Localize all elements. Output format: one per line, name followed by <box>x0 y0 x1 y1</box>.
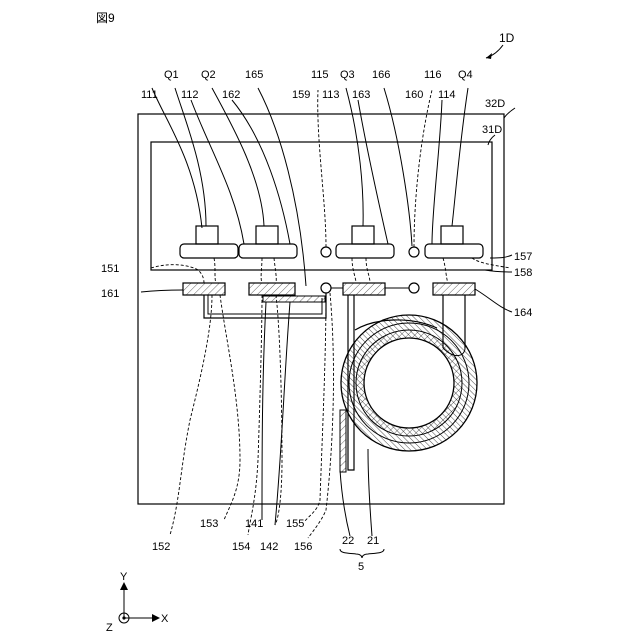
label-114: 114 <box>438 89 456 101</box>
label-160: 160 <box>405 89 423 101</box>
label-111: 111 <box>141 89 158 101</box>
label-q2: Q2 <box>201 69 216 81</box>
label-141: 141 <box>245 518 263 530</box>
device-label: 1D <box>499 31 515 45</box>
axis-y-label: Y <box>120 571 128 583</box>
axis-indicator: Y X Z <box>106 571 169 634</box>
lead-22 <box>340 410 346 472</box>
label-159: 159 <box>292 89 310 101</box>
axis-z-label: Z <box>106 622 113 634</box>
label-154: 154 <box>232 541 250 553</box>
label-162: 162 <box>222 89 240 101</box>
pad-163 <box>343 283 385 295</box>
brace-5 <box>340 549 384 558</box>
label-115: 115 <box>311 69 329 81</box>
internal-wiring <box>151 90 510 538</box>
axis-x-label: X <box>161 613 169 625</box>
label-q4: Q4 <box>458 69 473 81</box>
label-165: 165 <box>245 69 263 81</box>
element-115-circle <box>321 247 331 257</box>
label-164: 164 <box>514 307 532 319</box>
label-151: 151 <box>101 263 119 275</box>
element-116-circle <box>409 247 419 257</box>
board-32d <box>138 114 504 504</box>
element-155-circle <box>321 283 331 293</box>
label-157: 157 <box>514 251 532 263</box>
label-158: 158 <box>514 267 532 279</box>
chip-q2 <box>239 226 297 258</box>
label-166: 166 <box>372 69 390 81</box>
coil-5 <box>341 315 477 451</box>
label-142: 142 <box>260 541 278 553</box>
leader-lines <box>141 88 515 536</box>
label-21: 21 <box>367 535 379 547</box>
pad-164 <box>433 283 475 295</box>
label-5: 5 <box>358 561 364 573</box>
label-q3: Q3 <box>340 69 355 81</box>
figure-title: 図9 <box>96 11 115 25</box>
label-161: 161 <box>101 288 119 300</box>
pad-161 <box>183 283 225 295</box>
label-32d: 32D <box>485 98 505 110</box>
pad-162 <box>249 283 295 295</box>
device-arrowhead <box>486 53 492 59</box>
label-156: 156 <box>294 541 312 553</box>
reference-numerals: Q1 Q2 165 115 Q3 166 116 Q4 111 112 162 … <box>101 69 532 573</box>
label-31d: 31D <box>482 124 502 136</box>
label-155: 155 <box>286 518 304 530</box>
label-153: 153 <box>200 518 218 530</box>
label-113: 113 <box>322 89 340 101</box>
conductor-142 <box>263 296 325 302</box>
element-156-circle <box>409 283 419 293</box>
label-22: 22 <box>342 535 354 547</box>
label-163: 163 <box>352 89 370 101</box>
chip-q1 <box>180 226 238 258</box>
label-112: 112 <box>181 89 199 101</box>
chip-q4 <box>425 226 483 258</box>
label-116: 116 <box>424 69 442 81</box>
label-q1: Q1 <box>164 69 179 81</box>
label-152: 152 <box>152 541 170 553</box>
